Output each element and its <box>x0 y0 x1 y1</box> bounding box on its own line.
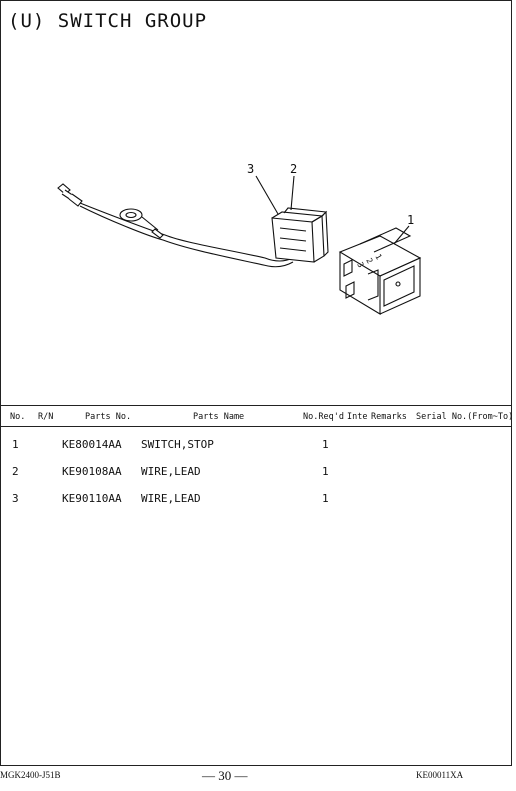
callout-3: 3 <box>247 162 254 176</box>
col-header-parts-name: Parts Name <box>193 412 245 422</box>
row-parts-no: KE90108AA <box>62 465 122 478</box>
svg-text:2: 2 <box>364 257 374 266</box>
row-parts-name: SWITCH,STOP <box>141 438 214 451</box>
page-frame <box>0 0 512 766</box>
svg-text:3: 3 <box>355 261 365 270</box>
row-parts-name: WIRE,LEAD <box>141 492 201 505</box>
col-header-parts-no: Parts No. <box>85 412 132 422</box>
row-no: 1 <box>12 438 19 451</box>
parts-diagram: 3 2 1 3 2 1 <box>57 162 422 315</box>
col-header-serial: Serial No.(From~To) <box>416 412 514 422</box>
row-parts-no: KE90110AA <box>62 492 122 505</box>
callout-1: 1 <box>407 213 414 227</box>
row-parts-name: WIRE,LEAD <box>141 465 201 478</box>
row-qty: 1 <box>322 438 329 451</box>
footer-doc-code: KE00011XA <box>416 770 464 780</box>
svg-text:1: 1 <box>373 253 383 262</box>
col-header-rn: R/N <box>38 412 54 422</box>
col-header-remarks: Remarks <box>371 412 407 422</box>
row-parts-no: KE80014AA <box>62 438 122 451</box>
row-qty: 1 <box>322 492 329 505</box>
row-qty: 1 <box>322 465 329 478</box>
footer-model-code: MGK2400-J51B <box>0 770 61 780</box>
col-header-inte: Inte <box>347 412 368 422</box>
col-header-no: No. <box>10 412 26 422</box>
table-top-rule <box>0 405 512 406</box>
col-header-no-reqd: No.Req'd <box>303 412 344 422</box>
page-number: — 30 — <box>202 768 248 783</box>
callout-2: 2 <box>290 162 297 176</box>
table-header-rule <box>0 426 512 427</box>
table-row: 3 KE90110AA WIRE,LEAD 1 <box>0 492 512 512</box>
page-title: (U) SWITCH GROUP <box>8 10 208 32</box>
table-row: 1 KE80014AA SWITCH,STOP 1 <box>0 438 512 458</box>
row-no: 2 <box>12 465 19 478</box>
row-no: 3 <box>12 492 19 505</box>
table-row: 2 KE90108AA WIRE,LEAD 1 <box>0 465 512 485</box>
